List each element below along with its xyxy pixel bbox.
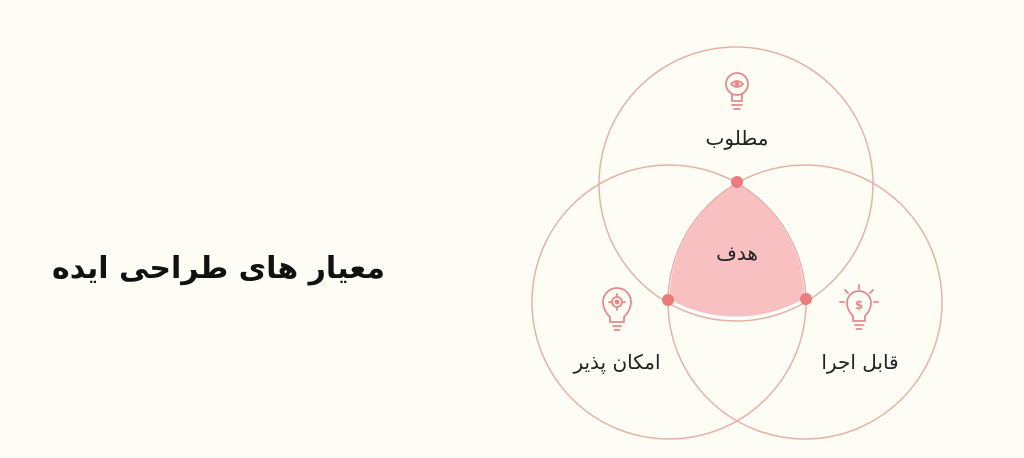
lightbulb-gear-icon: [602, 287, 632, 331]
magnifier-eye-icon: [725, 72, 749, 110]
center-label: هدف: [716, 241, 758, 265]
diagram-title: معیار های طراحی ایده: [52, 251, 385, 286]
set-label-feasible: امکان پذیر: [572, 350, 660, 375]
intersection-dot-right: [800, 293, 812, 305]
intersection-dot-top: [731, 176, 743, 188]
set-label-viable: قابل اجرا: [821, 350, 898, 374]
lightbulb-dollar-icon: $: [839, 284, 879, 330]
set-label-desirable: مطلوب: [706, 126, 769, 150]
intersection-dot-left: [662, 294, 674, 306]
svg-text:$: $: [855, 298, 863, 312]
